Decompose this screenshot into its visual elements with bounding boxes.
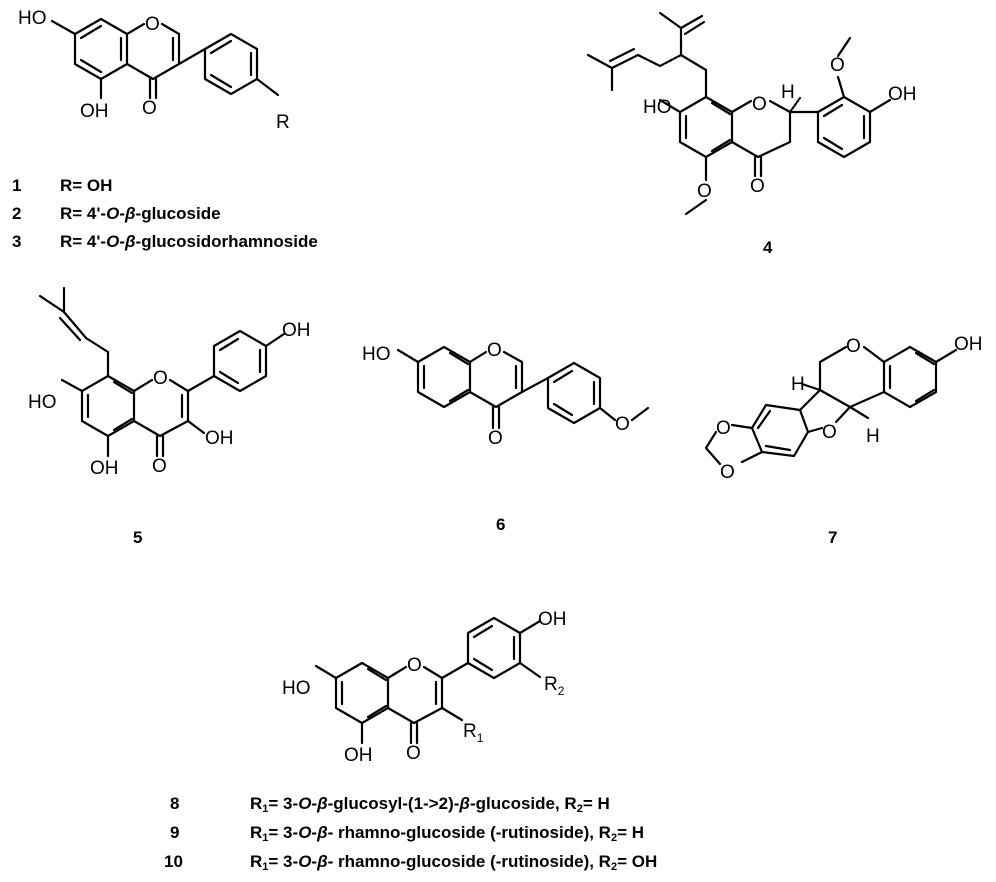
atom-o-7d: O: [720, 462, 735, 483]
atom-h-7a: H: [791, 374, 805, 395]
structure-7: O OH H H O O O: [704, 334, 983, 483]
compound-3-r-group: R= 4'-O-β-glucosidorhamnoside: [60, 232, 318, 251]
atom-ho-8: HO: [282, 678, 311, 699]
compound-10-r-groups: R1= 3-O-β- rhamno-glucoside (-rutinoside…: [250, 852, 658, 873]
compound-number: 1: [12, 176, 22, 195]
compound-8-r-groups: R1= 3-O-β-glucosyl-(1->2)-β-glucoside, R…: [250, 794, 610, 815]
atom-o-6: O: [487, 340, 502, 361]
atom-oh-4: OH: [888, 84, 917, 105]
atom-r1: R1: [463, 721, 484, 745]
compound-number: 8: [170, 794, 180, 813]
atom-oh-8a: OH: [344, 745, 373, 766]
atom-o-methoxy-4b: O: [697, 181, 712, 202]
compound-2-r-group: R= 4'-O-β-glucoside: [60, 204, 221, 223]
atom-o-7b: O: [822, 422, 837, 443]
atom-o-1: O: [145, 14, 160, 35]
atom-o-carbonyl-8: O: [406, 743, 421, 764]
atom-o-carbonyl-5: O: [152, 456, 167, 477]
atom-o-7c: O: [716, 418, 731, 439]
atom-oh-7: OH: [954, 334, 983, 355]
atom-o-carbonyl-4: O: [750, 176, 765, 197]
atom-ho-5: HO: [28, 392, 57, 413]
compound-number: 3: [12, 232, 22, 251]
compound-1-r-group: R= OH: [60, 176, 113, 195]
atom-oh-1: OH: [80, 101, 109, 122]
atom-o-4: O: [752, 94, 767, 115]
atom-oh-5a: OH: [90, 458, 119, 479]
atom-r: R: [276, 112, 290, 133]
atom-o-carbonyl-6: O: [488, 428, 503, 449]
atom-o-7a: O: [846, 336, 861, 357]
atom-ho-6: HO: [362, 344, 391, 365]
compound-number: 7: [828, 528, 838, 547]
structure-6: HO O O O: [362, 340, 650, 449]
compound-number: 6: [496, 515, 506, 534]
atom-h-4: H: [781, 82, 795, 103]
atom-r2: R2: [544, 674, 565, 698]
atom-ho-4: HO: [643, 97, 672, 118]
compound-9-r-groups: R1= 3-O-β- rhamno-glucoside (-rutinoside…: [250, 823, 645, 844]
atom-o-methoxy-6: O: [615, 414, 630, 435]
atom-h-7b: H: [866, 426, 880, 447]
atom-o-5: O: [153, 368, 168, 389]
atom-ho-1: HO: [18, 8, 47, 29]
atom-o-carbonyl-1: O: [142, 98, 157, 119]
compound-number: 5: [133, 528, 143, 547]
structure-5: HO O O OH OH OH: [28, 286, 311, 479]
structure-1-3: HO O O OH R: [18, 8, 290, 133]
atom-oh-8b: OH: [538, 609, 567, 630]
structure-8-10: HO O O OH OH R1 R2: [282, 609, 567, 766]
atom-oh-5c: OH: [282, 320, 311, 341]
atom-o-methoxy-4a: O: [830, 55, 845, 76]
atom-o-8: O: [407, 655, 422, 676]
compound-number: 10: [164, 852, 183, 871]
compound-number: 9: [170, 823, 180, 842]
atom-oh-5b: OH: [205, 428, 234, 449]
compound-number: 4: [763, 238, 773, 257]
compound-number: 2: [12, 204, 22, 223]
structure-4: HO O H O OH O O: [586, 11, 917, 216]
